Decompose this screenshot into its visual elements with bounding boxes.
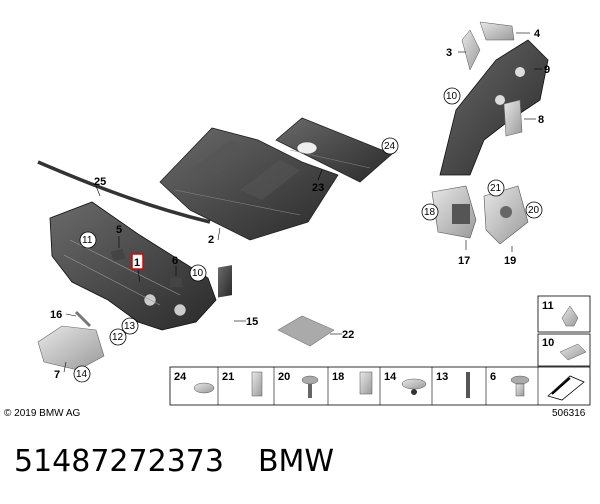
callout-23: 23 — [312, 182, 324, 194]
callout-18a: 18 — [424, 207, 436, 218]
fastener-legend: 24 21 20 18 14 13 6 — [169, 366, 591, 406]
callout-24-circle — [381, 137, 399, 155]
callout-9: 9 — [544, 64, 550, 76]
legend-6: 6 — [490, 371, 496, 383]
callout-19: 19 — [504, 255, 516, 267]
side-box-11: 11 — [537, 295, 591, 333]
legend-21: 21 — [222, 371, 234, 383]
callout-4: 4 — [534, 28, 541, 40]
legend-24: 24 — [174, 371, 187, 383]
legend-13: 13 — [436, 371, 448, 383]
brand-name: BMW — [257, 444, 335, 479]
part-info-line: 51487272373 BMW — [14, 444, 368, 479]
callout-13: 13 — [124, 321, 136, 332]
part-23-panel — [275, 117, 393, 183]
legend-20: 20 — [278, 371, 290, 383]
callout-1: 1 — [134, 257, 140, 269]
callout-14a: 14 — [76, 369, 88, 380]
legend-14: 14 — [384, 371, 397, 383]
callout-10b: 10 — [446, 91, 458, 102]
callout-8: 8 — [538, 114, 544, 126]
part-22-pad — [277, 315, 335, 347]
callout-5: 5 — [116, 224, 122, 236]
part-2-insulation — [159, 127, 339, 241]
part-7-pad — [37, 325, 105, 371]
callout-12: 12 — [112, 332, 124, 343]
part-number: 51487272373 — [14, 444, 224, 479]
legend-18: 18 — [332, 371, 344, 383]
svg-text:10: 10 — [542, 337, 554, 349]
callout-15: 15 — [246, 316, 258, 328]
callout-20a: 20 — [528, 205, 540, 216]
callout-21a: 21 — [490, 183, 502, 194]
part-25-strip — [37, 160, 211, 224]
parts-diagram: 25 2 23 24 11 13 12 5 1 6 10 — [4, 21, 591, 419]
callout-7: 7 — [54, 369, 60, 381]
side-box-10: 10 — [537, 333, 591, 367]
callout-16: 16 — [50, 309, 62, 321]
callout-22: 22 — [342, 329, 354, 341]
callout-25: 25 — [94, 176, 106, 188]
drawing-number: 506316 — [552, 408, 586, 419]
callout-6: 6 — [172, 255, 178, 267]
part-9-pillar — [439, 39, 549, 176]
svg-text:11: 11 — [542, 300, 554, 312]
callout-17: 17 — [458, 255, 470, 267]
callout-1-box — [131, 253, 144, 270]
copyright: © 2019 BMW AG — [4, 408, 81, 419]
callout-3: 3 — [446, 47, 452, 59]
callout-10a: 10 — [192, 268, 204, 279]
callout-2: 2 — [208, 234, 214, 246]
callout-11: 11 — [82, 235, 93, 246]
callout-24: 24 — [384, 141, 396, 152]
